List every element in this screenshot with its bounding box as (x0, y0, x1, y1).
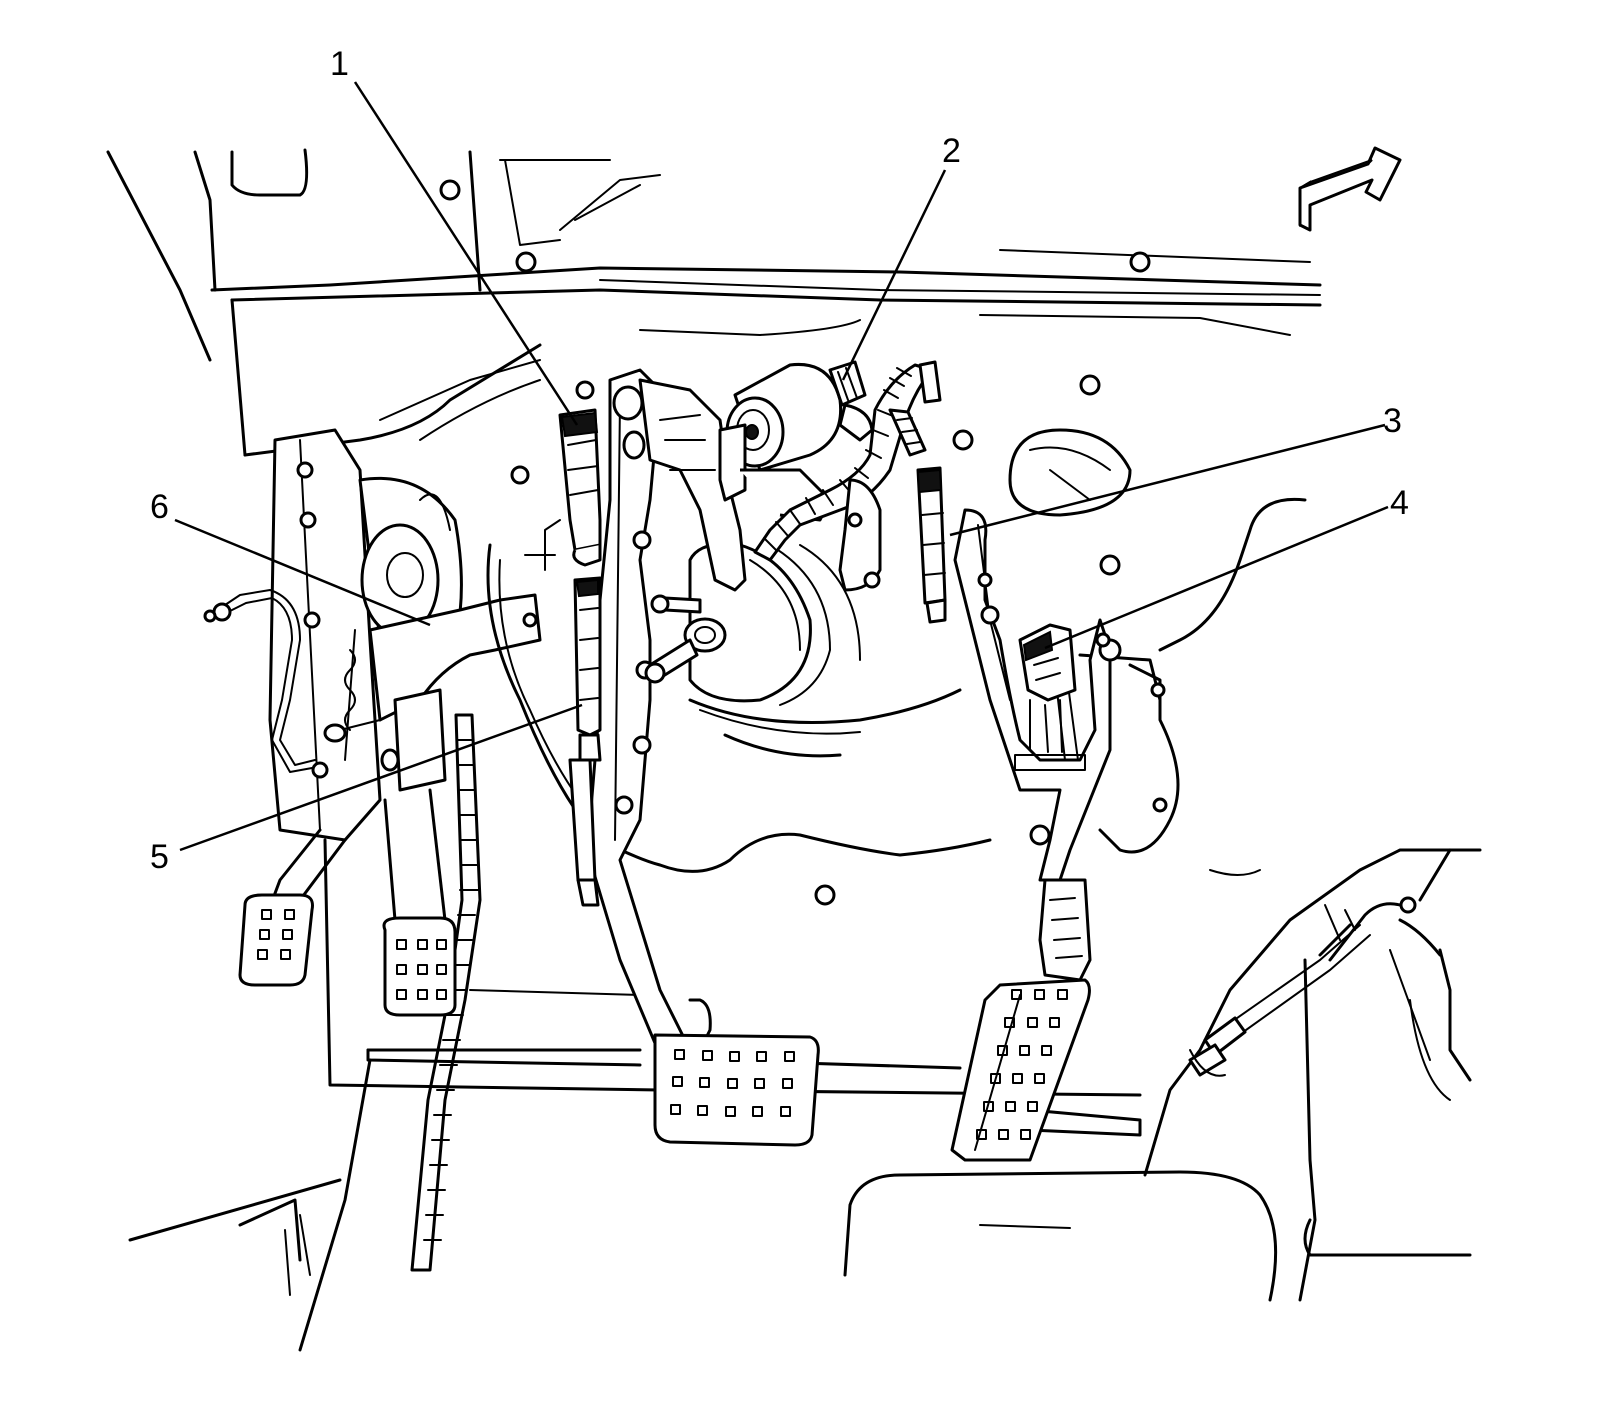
callout-1: 1 (330, 45, 349, 83)
floor-console (843, 848, 1482, 1302)
motor-harness (753, 360, 942, 562)
adjustable-pedal-motor (718, 360, 874, 522)
brake-pedal-arm (588, 368, 820, 1147)
left-wiring-harness (203, 589, 316, 773)
brake-apply-sensor (568, 576, 602, 907)
brake-pedal-position-sensor (524, 380, 602, 571)
floor-kick-panel (128, 838, 1142, 1352)
accelerator-pedal-position-sensor (838, 429, 974, 624)
booster-pushrod (644, 594, 727, 684)
callout-3: 3 (1383, 402, 1402, 440)
console-harness-connector (1188, 896, 1417, 1077)
brake-booster-outline (486, 542, 992, 873)
upper-dash-structure (106, 148, 1322, 906)
callout-4: 4 (1390, 484, 1409, 522)
callout-6: 6 (150, 488, 169, 526)
callout-5: 5 (150, 838, 169, 876)
forward-arrow-icon (1298, 146, 1402, 232)
callout-labels: 1 2 3 4 5 6 (150, 45, 1409, 876)
parking-brake-pedal (238, 788, 457, 1017)
parking-brake-assembly (263, 428, 542, 922)
callout-2: 2 (942, 132, 961, 170)
accelerator-pedal (950, 878, 1092, 1162)
callout-leaders (174, 81, 1389, 852)
accelerator-pedal-bracket (953, 508, 1122, 882)
accelerator-harness-connector (1018, 623, 1077, 753)
